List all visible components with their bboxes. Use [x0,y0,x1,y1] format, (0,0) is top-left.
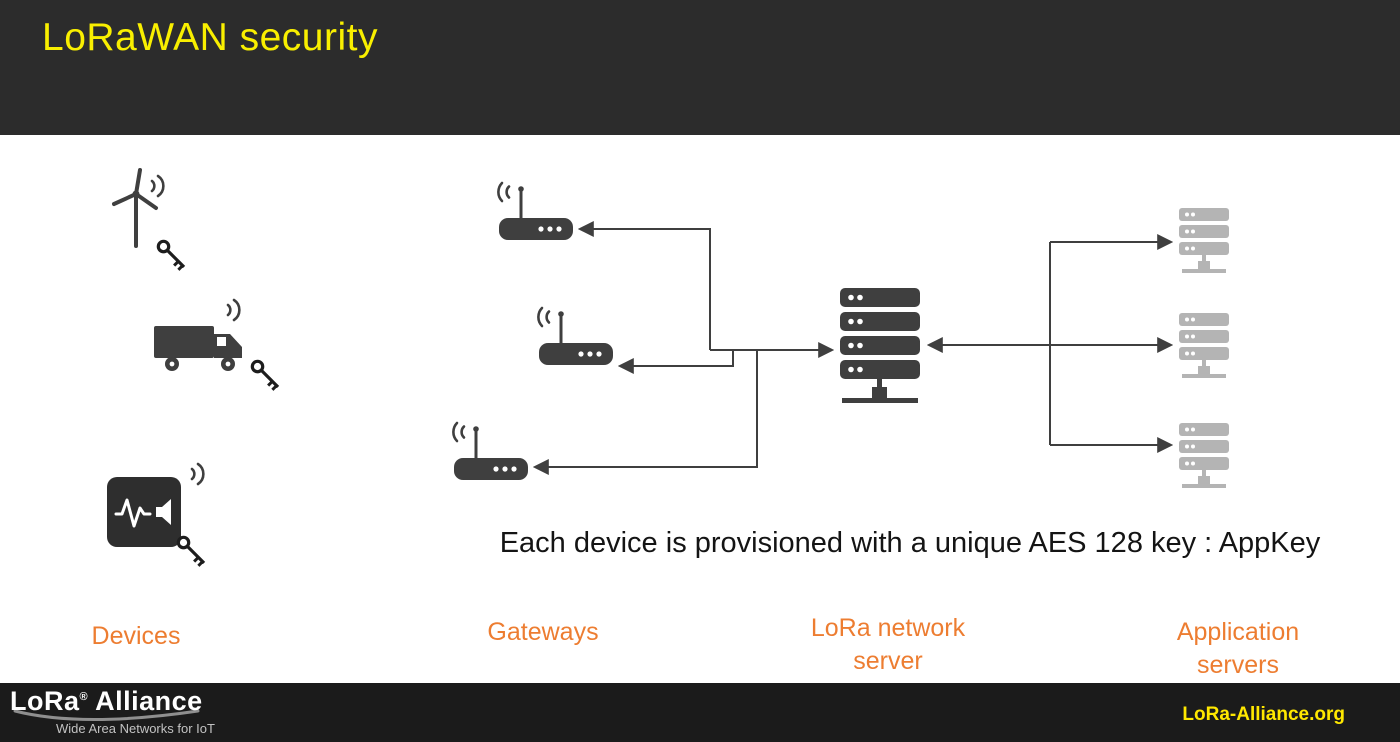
gateway-3-icon [440,420,540,482]
header-bar: LoRaWAN security [0,0,1400,135]
website-link[interactable]: LoRa-Alliance.org [1182,704,1345,725]
registered-mark: ® [79,691,89,703]
devices-label: Devices [91,622,181,650]
caption-text: Each device is provisioned with a unique… [499,527,1321,559]
network-server-label: LoRa network server [810,614,966,675]
logo-text-primary: LoRa [10,686,80,716]
sensor-icon [106,476,182,548]
network-server-icon [839,288,921,406]
footer-bar: LoRa® Alliance Wide Area Networks for Io… [0,683,1400,742]
logo-swoosh-icon [13,709,200,721]
slide-title: LoRaWAN security [42,16,378,59]
key-icon [171,530,212,571]
app-server-2-icon [1178,313,1230,387]
app-server-1-icon [1178,208,1230,282]
signal-waves-icon [222,296,248,324]
key-icon [245,354,286,395]
wind-turbine-icon [106,166,170,250]
gateways-label: Gateways [487,618,599,646]
signal-waves-icon [146,172,172,200]
logo-text-secondary: Alliance [95,686,203,716]
signal-waves-icon [186,460,212,488]
app-servers-label: Application servers [1176,618,1300,679]
gateway-2-icon [525,305,625,367]
key-icon [151,234,192,275]
logo-text: LoRa® Alliance [10,686,215,717]
lora-alliance-logo: LoRa® Alliance Wide Area Networks for Io… [10,686,215,736]
logo-tagline: Wide Area Networks for IoT [56,721,215,736]
app-server-3-icon [1178,423,1230,497]
truck-icon [152,318,256,378]
gateway-1-icon [485,180,585,242]
